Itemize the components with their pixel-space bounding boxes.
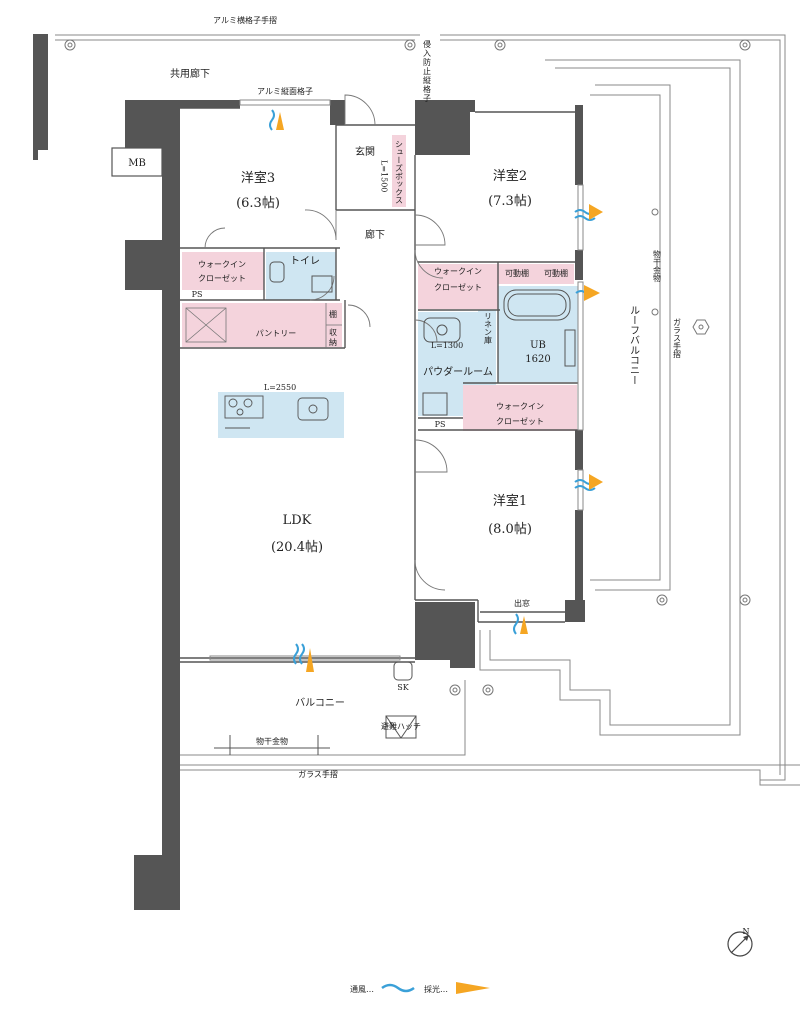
- structural-walls: [33, 34, 585, 910]
- glass-rail-low-label: ガラス手摺: [298, 769, 338, 779]
- laundry-low-label: 物干金物: [256, 736, 288, 746]
- linen-storage: [478, 310, 496, 346]
- room1-size: (8.0帖): [488, 522, 532, 537]
- roof-balcony-label: ルーフバルコニー: [628, 305, 640, 385]
- walkin-mid-label-2: クローゼット: [434, 282, 482, 292]
- balcony-label: バルコニー: [295, 697, 345, 709]
- pantry-label: パントリー: [256, 329, 296, 338]
- storage-label-2: 納: [329, 337, 337, 347]
- interior-walls: [180, 107, 578, 663]
- laundry-right-label: 物干金物: [653, 249, 662, 283]
- hex-marker: [692, 319, 710, 335]
- toilet-label: トイレ: [290, 256, 320, 267]
- walkin-low-label-2: クローゼット: [496, 416, 544, 426]
- movable-shelves: [498, 264, 574, 284]
- bay-window-label: 出窓: [514, 598, 530, 608]
- walkin-closet-left: [182, 252, 264, 290]
- compass-n-label: N: [743, 927, 750, 936]
- wind-light-ldk: [293, 643, 314, 672]
- pantry-shelf: [185, 303, 342, 348]
- door-swings: [204, 94, 448, 591]
- alumi-rail-label: アルミ横格子手摺: [213, 15, 277, 25]
- ldk-size: (20.4帖): [271, 540, 323, 555]
- sk-label: SK: [397, 683, 409, 692]
- walkin-mid-label: ウォークイン: [434, 267, 482, 276]
- wind-light-room1: [574, 474, 603, 491]
- shelf-label: 棚: [329, 309, 337, 319]
- wind-light-bay: [513, 613, 528, 635]
- shared-corridor-label: 共用廊下: [170, 67, 210, 80]
- shoes-box-label: シューズボックス: [395, 140, 404, 204]
- ub-size-label: 1620: [525, 354, 550, 365]
- alumi-vertical-label: アルミ縦面格子: [257, 86, 313, 96]
- security-lattice-char: 入: [423, 49, 431, 58]
- security-lattice-char: 防: [423, 57, 431, 67]
- powder-room-label: パウダールーム: [423, 365, 493, 378]
- wind-light-room2: [574, 204, 603, 221]
- security-lattice-char: 縦: [423, 75, 431, 85]
- room3-size: (6.3帖): [236, 196, 280, 211]
- post-markers: [64, 39, 751, 696]
- ps-mid-label: PS: [435, 420, 446, 429]
- wind-light-room3: [269, 109, 284, 131]
- walkin-closet-mid: [418, 264, 498, 309]
- ldk-name: LDK: [283, 513, 312, 528]
- shoes-box: [392, 135, 406, 207]
- room3-name: 洋室3: [241, 170, 275, 186]
- security-lattice-char: 格: [423, 84, 431, 94]
- legend-icons: [381, 982, 490, 994]
- kitchen-counter: [218, 392, 344, 438]
- security-lattice-char: 子: [423, 94, 431, 103]
- kitchen-fixtures: [224, 395, 329, 429]
- walkin-closet-low: [463, 385, 577, 431]
- north-compass-icon: [727, 931, 753, 957]
- wind-legend-icon: [381, 983, 415, 993]
- ub-label: UB: [530, 340, 546, 351]
- mb-label: MB: [128, 158, 146, 169]
- window-strips: [209, 99, 584, 661]
- shoes-dim-label: L=1500: [380, 160, 389, 192]
- ps-left-label: PS: [192, 290, 203, 299]
- security-lattice-char: 止: [423, 66, 431, 76]
- security-lattice-char: 侵: [423, 39, 431, 49]
- bathroom-ub: [498, 286, 578, 382]
- walkin-left-label-2: クローゼット: [198, 273, 246, 283]
- glass-rail-right-label: ガラス手摺: [673, 318, 682, 359]
- movable-shelf-label-2: 可動棚: [544, 268, 568, 278]
- wind-light-ub: [575, 285, 600, 301]
- legend-wind-label: 通風…: [350, 984, 374, 994]
- room2-name: 洋室2: [493, 168, 527, 184]
- room2-size: (7.3帖): [488, 194, 532, 209]
- room1-name: 洋室1: [493, 493, 527, 509]
- linen-label: リネン庫: [484, 312, 493, 345]
- movable-shelf-label: 可動棚: [505, 268, 529, 278]
- bath-fixtures: [269, 261, 576, 416]
- walkin-left-label: ウォークイン: [198, 260, 246, 269]
- kitchen-dim-label: L=2550: [264, 383, 296, 392]
- hatch-label: 避難ハッチ: [381, 721, 421, 731]
- railing-lines: [55, 34, 800, 786]
- entrance-label: 玄関: [355, 145, 375, 158]
- hallway-label: 廊下: [365, 228, 385, 241]
- powder-dim-label: L=1300: [431, 341, 463, 350]
- legend-light-label: 採光…: [424, 984, 448, 994]
- walkin-low-label: ウォークイン: [496, 402, 544, 411]
- light-legend-icon: [456, 982, 490, 994]
- storage-label-1: 収: [329, 327, 337, 337]
- airflow-light-markers: [269, 109, 603, 672]
- balcony-fixtures: [214, 661, 417, 755]
- pantry-room: [182, 303, 342, 347]
